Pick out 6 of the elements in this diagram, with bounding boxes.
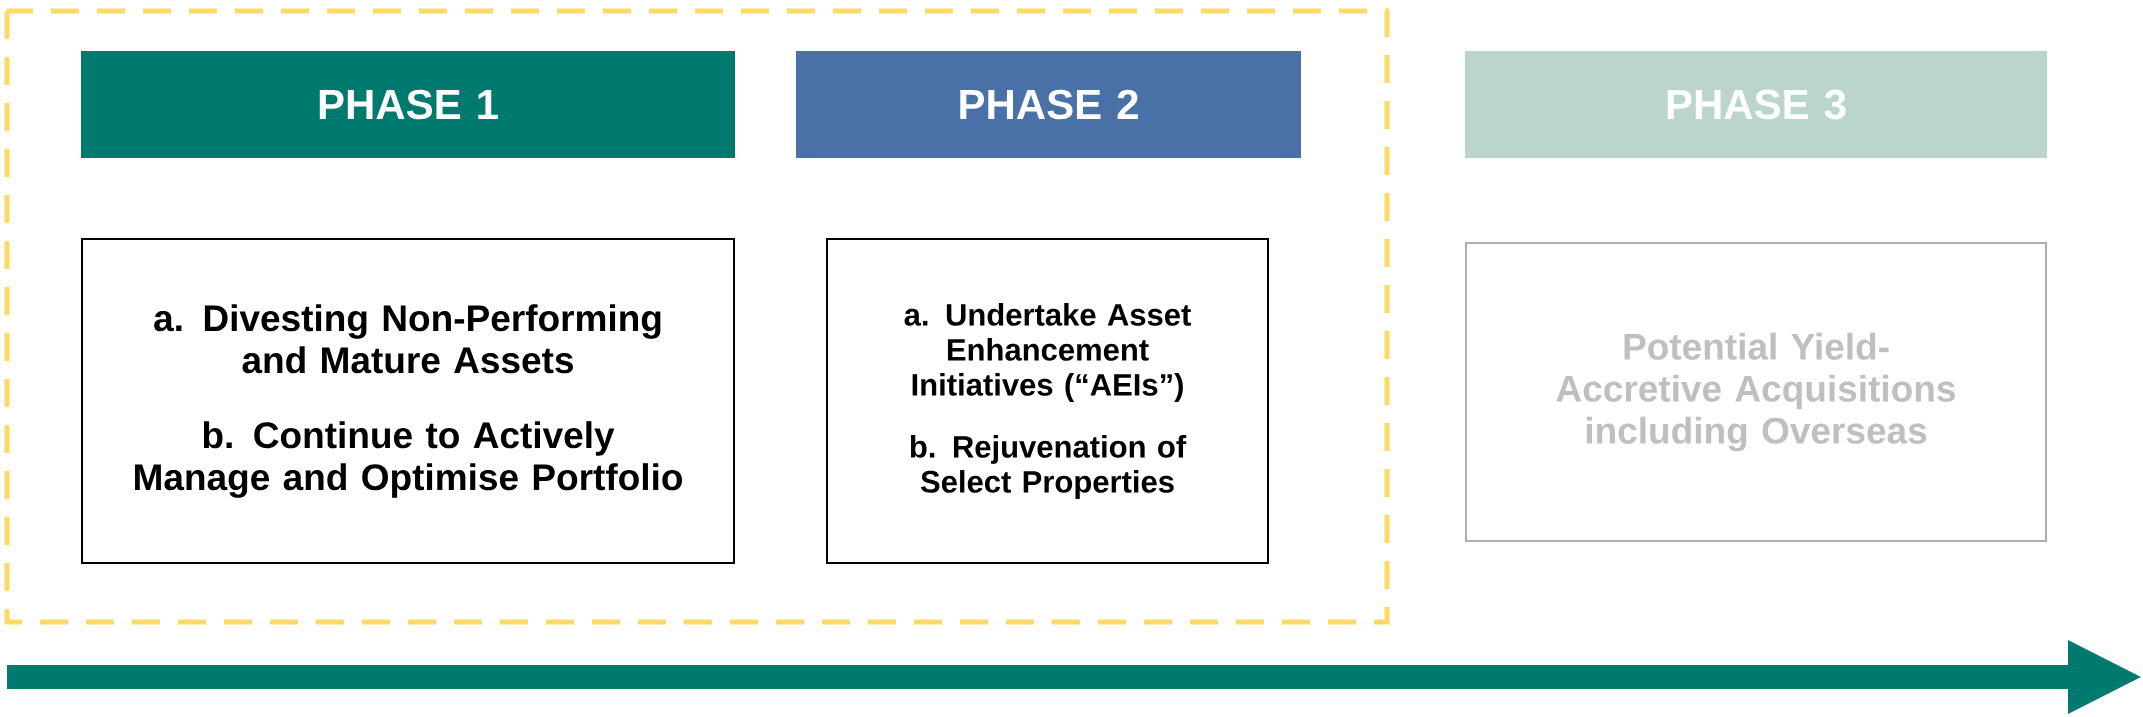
phase-header: PHASE 3 — [1465, 51, 2047, 158]
text-box: a. Divesting Non-Performing and Mature Assets b. Continue to Actively Manage and Optimise Portfolio — [81, 238, 735, 564]
phase-header: PHASE 2 — [796, 51, 1301, 158]
text-box: a. Undertake Asset Enhancement Initiatives (“AEIs”) b. Rejuvenation of Select Properties — [826, 238, 1269, 564]
text-box: Potential Yield-Accretive Acquisitions including Overseas — [1465, 242, 2047, 542]
phase-header: PHASE 1 — [81, 51, 735, 158]
